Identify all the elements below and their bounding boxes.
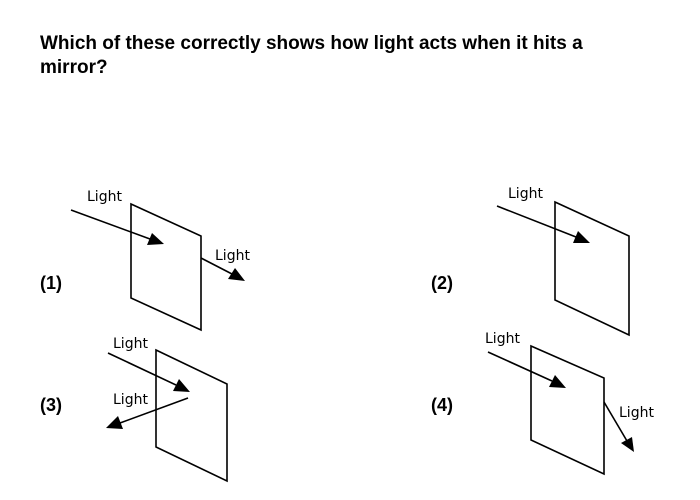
outgoing-light-ray [603, 401, 628, 442]
incoming-light-label: Light [508, 186, 543, 202]
arrowhead [573, 231, 590, 243]
mirror [130, 202, 202, 332]
incoming-light-ray [107, 352, 177, 386]
option-1-label[interactable]: (1) [40, 273, 62, 293]
reflected-light-label: Light [113, 392, 148, 408]
mirror [155, 348, 228, 483]
option-3-diagram[interactable]: Light Light [106, 336, 228, 483]
option-2-label[interactable]: (2) [431, 273, 453, 293]
outgoing-light-label: Light [215, 248, 250, 264]
arrowhead [549, 375, 566, 388]
incoming-light-ray [487, 351, 553, 382]
option-4-label[interactable]: (4) [431, 395, 453, 415]
arrowhead [147, 233, 164, 245]
arrowhead [621, 437, 634, 452]
mirror [530, 344, 605, 476]
outgoing-light-label: Light [619, 405, 654, 421]
incoming-light-label: Light [87, 189, 122, 205]
option-3-label[interactable]: (3) [40, 395, 62, 415]
arrowhead [173, 379, 190, 392]
reflected-light-ray [119, 397, 189, 424]
option-2-diagram[interactable]: Light [496, 186, 630, 337]
incoming-light-label: Light [485, 331, 520, 347]
question-text: Which of these correctly shows how light… [40, 33, 583, 78]
option-4-diagram[interactable]: Light Light [485, 331, 654, 476]
option-1-diagram[interactable]: Light Light [70, 189, 250, 332]
mirror [554, 200, 630, 337]
arrowhead [106, 416, 123, 429]
incoming-light-ray [70, 209, 151, 240]
arrowhead [228, 268, 245, 281]
incoming-light-label: Light [113, 336, 148, 352]
outgoing-light-ray [200, 257, 233, 275]
incoming-light-ray [496, 205, 577, 238]
